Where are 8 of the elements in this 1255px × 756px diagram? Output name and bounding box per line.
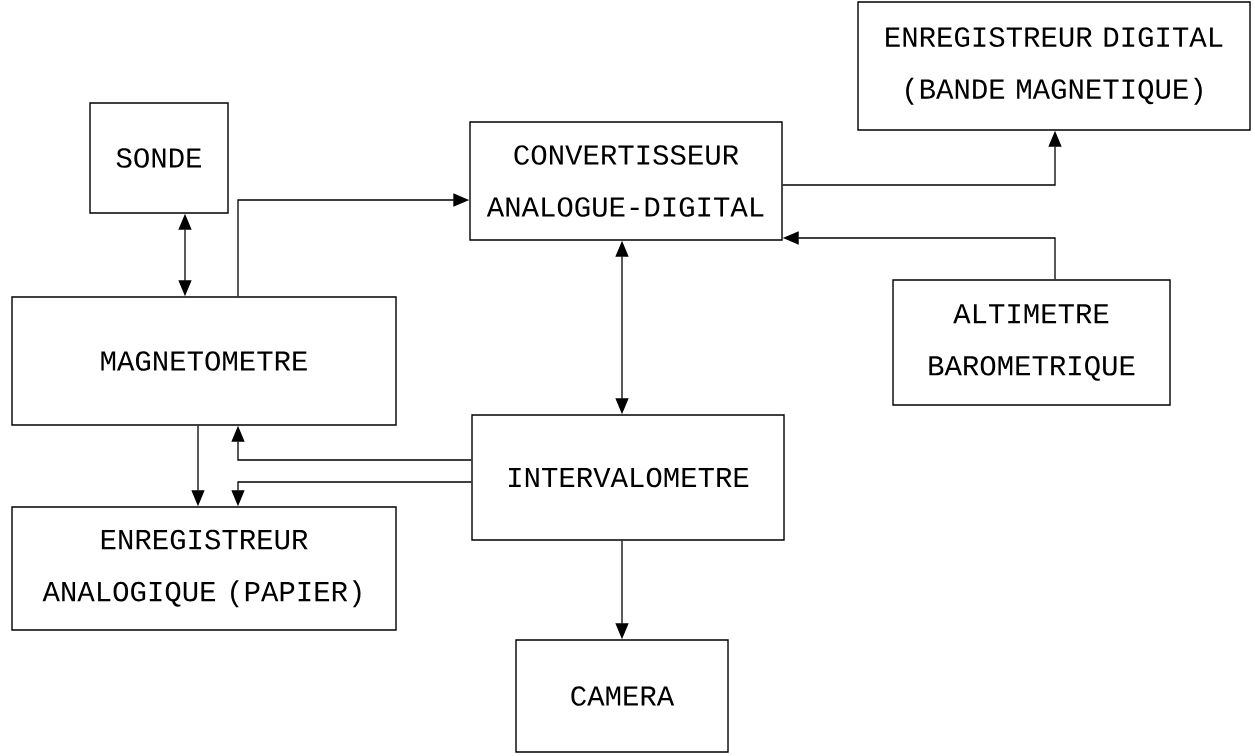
process-box: CONVERTISSEUR ANALOGUE-DIGITAL (469, 121, 783, 241)
process-box: ENREGISTREUR DIGITAL (BANDE MAGNETIQUE) (857, 1, 1251, 131)
process-box: MAGNETOMETRE (11, 296, 397, 426)
process-box: ENREGISTREUR ANALOGIQUE (PAPIER) (11, 506, 397, 631)
process-box: SONDE (89, 102, 229, 214)
process-box: ALTIMETRE BAROMETRIQUE (892, 279, 1171, 406)
process-box: CAMERA (515, 639, 729, 753)
process-box: INTERVALOMETRE (471, 414, 785, 541)
